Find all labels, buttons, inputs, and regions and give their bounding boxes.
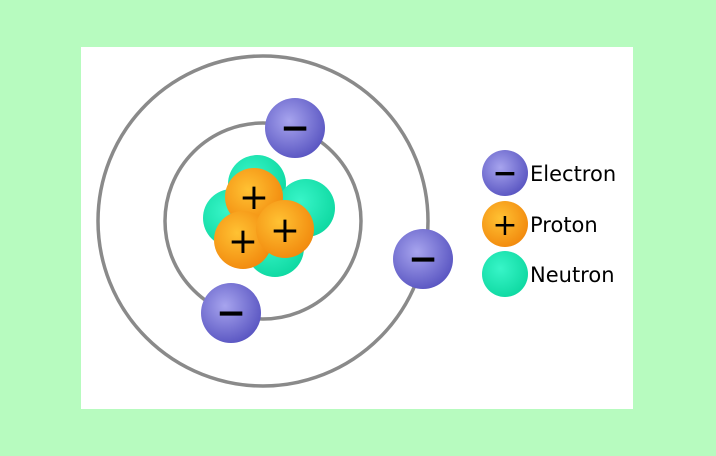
legend-item-neutron: Neutron (482, 251, 615, 297)
nucleus: + + + (203, 155, 335, 277)
legend-electron-symbol: − (492, 156, 517, 191)
inner-orbit (163, 121, 363, 321)
proton: + (256, 200, 314, 258)
proton-swatch (482, 201, 528, 247)
neutron-swatch (482, 251, 528, 297)
legend-item-electron: − Electron (482, 150, 616, 196)
proton-symbol: + (228, 221, 258, 262)
electron-symbol: − (216, 293, 246, 334)
electron-outer: − (393, 229, 453, 289)
electron-inner-bottom: − (201, 283, 261, 343)
electron-symbol: − (408, 239, 438, 280)
legend: − Electron + Proton Neutron (482, 150, 616, 297)
proton-symbol: + (270, 210, 300, 251)
electron-inner-top: − (265, 98, 325, 158)
legend-proton-label: Proton (530, 213, 598, 237)
legend-item-proton: + Proton (482, 201, 598, 247)
legend-electron-label: Electron (530, 162, 616, 186)
legend-proton-symbol: + (492, 208, 517, 243)
diagram-panel (81, 47, 633, 409)
electron-swatch (482, 150, 528, 196)
electron-symbol: − (280, 108, 310, 149)
outer-orbit (96, 54, 430, 388)
legend-neutron-label: Neutron (530, 263, 615, 287)
